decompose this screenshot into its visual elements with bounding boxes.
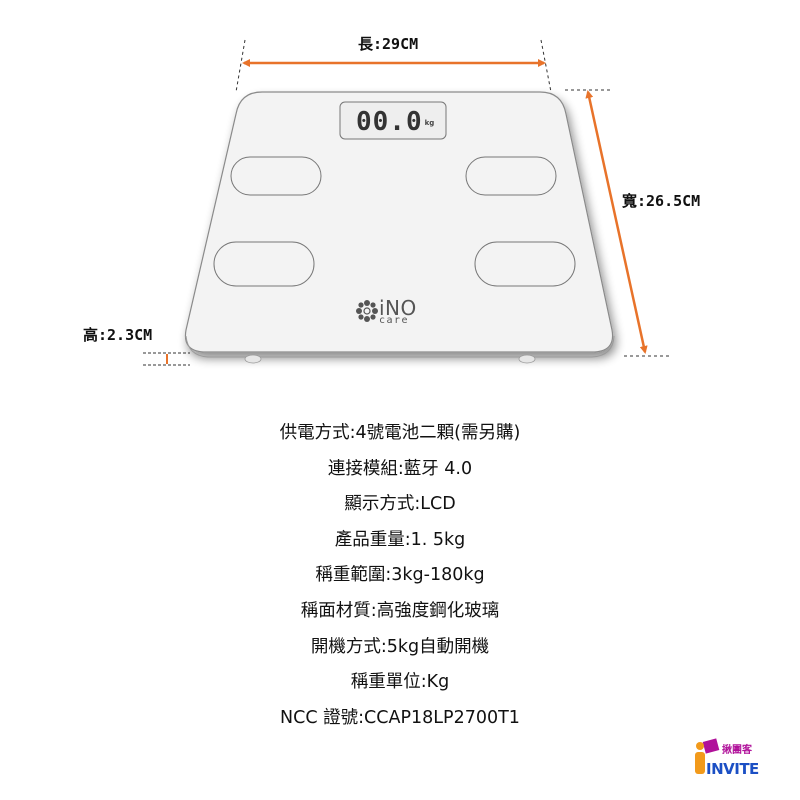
spec-unit: 稱重單位:Kg — [350, 672, 450, 693]
electrode-pad-bottom-right — [474, 241, 576, 287]
lcd-unit: kg — [424, 119, 435, 127]
spec-power-on: 開機方式:5kg自動開機 — [310, 636, 490, 657]
width-arrow — [585, 90, 648, 354]
scale-foot-right — [518, 354, 536, 364]
spec-connectivity: 連接模組:藍牙 4.0 — [327, 458, 473, 479]
spec-ncc: NCC 證號:CCAP18LP2700T1 — [280, 707, 520, 728]
invite-brand-en: INVITE — [706, 760, 759, 778]
spec-material: 稱面材質:高強度鋼化玻璃 — [300, 600, 500, 621]
invite-brand-cn: 揪團客 — [722, 745, 752, 756]
electrode-pad-top-left — [230, 156, 322, 196]
brand-logo-subtitle: care — [379, 315, 410, 326]
spec-range: 稱重範圍:3kg-180kg — [315, 565, 485, 586]
spec-power: 供電方式:4號電池二顆(需另購) — [279, 423, 521, 443]
spec-list: 供電方式:4號電池二顆(需另購) 連接模組:藍牙 4.0 顯示方式:LCD 產品… — [0, 416, 800, 736]
length-guide-right — [540, 39, 552, 93]
electrode-pad-top-right — [465, 156, 557, 196]
brand-logo: iNO care — [379, 298, 417, 326]
length-label: 長:29CM — [358, 35, 419, 53]
width-label: 寬:26.5CM — [622, 192, 701, 210]
spec-weight: 產品重量:1. 5kg — [334, 529, 466, 550]
brand-logo-name: iNO — [379, 296, 417, 320]
electrode-pad-bottom-left — [213, 241, 315, 287]
ino-care-logo-icon — [356, 300, 378, 322]
length-guide-left — [235, 39, 246, 93]
invite-mascot-icon — [695, 738, 720, 774]
lcd-reading: 00.0 kg — [356, 103, 434, 137]
height-label: 高:2.3CM — [83, 326, 153, 344]
dimension-diagram — [143, 39, 672, 366]
lcd-display — [339, 101, 447, 140]
spec-display: 顯示方式:LCD — [344, 494, 456, 515]
invite-logo: 揪團客 INVITE — [692, 738, 784, 782]
lcd-value: 00.0 — [356, 107, 423, 137]
scale-foot-left — [244, 354, 262, 364]
